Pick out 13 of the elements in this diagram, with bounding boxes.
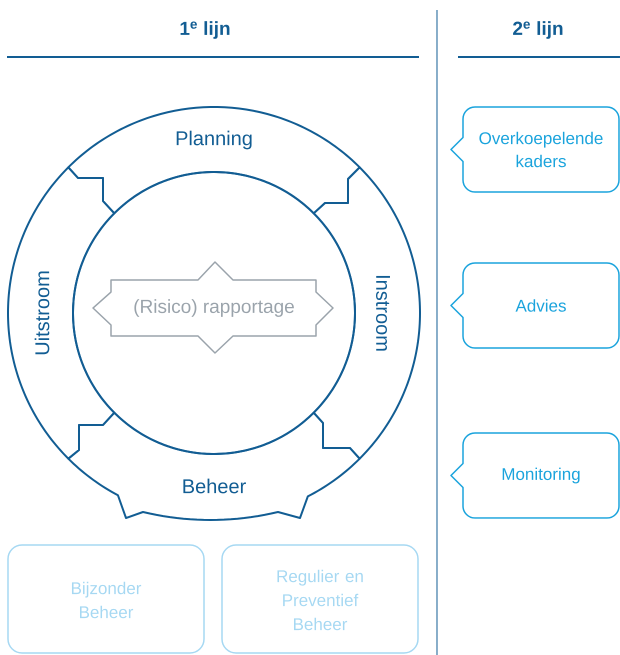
speech-bubble: Monitoring — [450, 432, 620, 519]
ring-segment: Uitstroom — [7, 166, 116, 460]
rounded-box: Bijzonder Beheer — [7, 544, 205, 654]
inner-circle — [72, 171, 356, 455]
column-heading: 2$^{e}$ lijn — [513, 21, 562, 39]
speech-bubble: Overkoepelende kaders — [450, 106, 620, 193]
ring-segment: Planning — [67, 106, 361, 214]
rounded-box: Regulier en Preventief Beheer — [221, 544, 419, 654]
ring-segment: Instroom — [312, 166, 421, 460]
ring-segment: Beheer — [67, 412, 361, 521]
column-heading: 1$^{e}$ lijn — [180, 21, 230, 39]
star-banner: (Risico) rapportage — [92, 261, 334, 354]
speech-bubble: Advies — [450, 262, 620, 349]
